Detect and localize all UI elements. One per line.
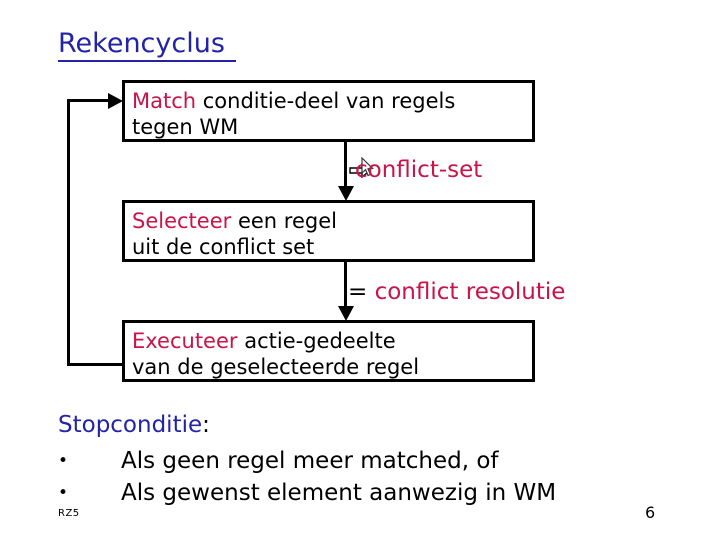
flow-box-execute-line1: Executeer actie-gedeelte	[132, 328, 532, 354]
flow-box-execute-line2: van de geselecteerde regel	[132, 355, 420, 379]
flow-box-select-keyword: Selecteer	[132, 209, 232, 233]
flow-box-execute[interactable]: Executeer actie-gedeelte van de geselect…	[122, 320, 535, 382]
flow-box-select[interactable]: Selecteer een regel uit de conflict set	[122, 200, 535, 262]
annotation-conflict-resolutie-prefix: =	[348, 279, 375, 305]
flow-box-match[interactable]: Match conditie-deel van regels tegen WM	[122, 80, 535, 142]
flow-box-match-line2: tegen WM	[132, 115, 239, 139]
footer-code: RZ5	[58, 508, 80, 519]
annotation-conflict-resolutie: = conflict resolutie	[348, 278, 565, 306]
annotation-conflict-resolutie-text: conflict resolutie	[374, 279, 566, 305]
flow-box-select-line2: uit de conflict set	[132, 235, 315, 259]
flow-box-select-line1-rest: een regel	[231, 209, 337, 233]
stopconditie-list-item: • Als geen regel meer matched, of	[58, 447, 499, 475]
feedback-connector-bottom	[67, 363, 125, 366]
stopconditie-list-item: • Als gewenst element aanwezig in WM	[58, 479, 556, 507]
connector-select-to-execute	[344, 262, 347, 310]
bullet-icon: •	[58, 451, 69, 471]
flow-box-match-keyword: Match	[132, 89, 197, 113]
arrow-down-icon-match-to-select	[338, 186, 354, 201]
stopconditie-list-item-text: Als geen regel meer matched, of	[121, 448, 499, 474]
arrow-right-icon-feedback-loop	[108, 93, 123, 109]
mouse-cursor-icon	[361, 157, 374, 177]
flow-box-execute-line1-rest: actie-gedeelte	[237, 329, 396, 353]
flow-box-execute-keyword: Executeer	[132, 329, 238, 353]
flow-box-match-line1-rest: conditie-deel van regels	[196, 89, 456, 113]
bullet-icon: •	[58, 483, 69, 503]
stopconditie-heading-colon: :	[202, 412, 210, 438]
connector-match-to-select	[344, 142, 347, 190]
stopconditie-list-item-text: Als gewenst element aanwezig in WM	[121, 480, 557, 506]
stopconditie-heading: Stopconditie:	[58, 411, 210, 439]
feedback-connector-top	[67, 99, 117, 102]
page-title-underline	[58, 60, 236, 62]
flow-box-select-line1: Selecteer een regel	[132, 208, 532, 234]
arrow-down-icon-select-to-execute	[338, 306, 354, 321]
page-title: Rekencyclus	[58, 28, 225, 59]
feedback-connector-left	[67, 99, 70, 366]
flow-box-match-line1: Match conditie-deel van regels	[132, 88, 532, 114]
stopconditie-heading-text: Stopconditie	[58, 412, 203, 438]
page-number: 6	[645, 503, 656, 522]
annotation-conflict-set: conflict-set	[355, 157, 483, 183]
